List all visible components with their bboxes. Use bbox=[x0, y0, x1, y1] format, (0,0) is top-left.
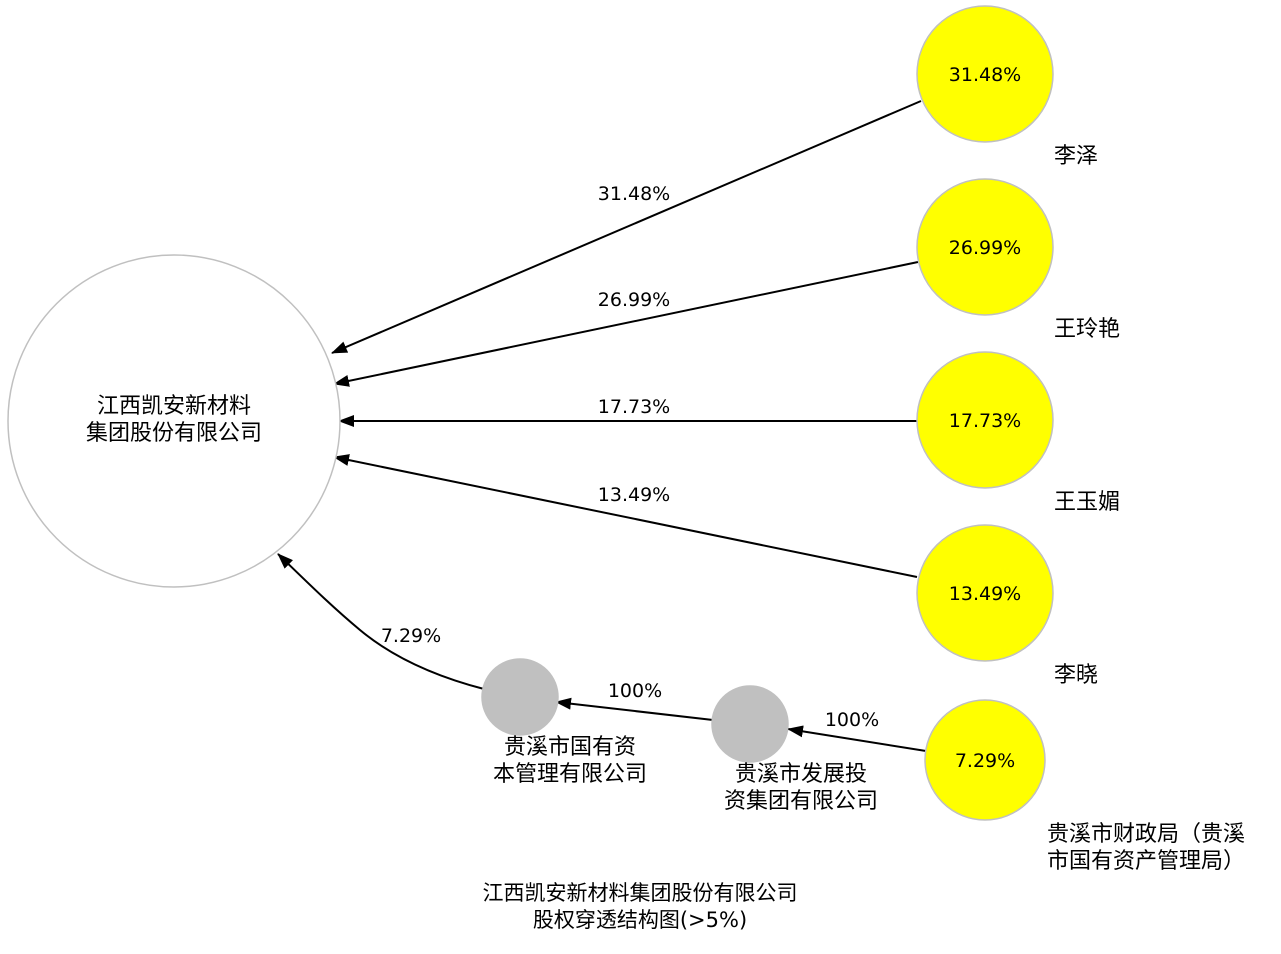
caption-line2: 股权穿透结构图(>5%) bbox=[533, 908, 747, 932]
edge-label-lixiao: 13.49% bbox=[598, 484, 670, 506]
edges bbox=[277, 100, 927, 752]
shareholder-node-lixiao: 13.49% 李晓 bbox=[916, 524, 1098, 688]
shareholder-name-line1: 贵溪市财政局（贵溪 bbox=[1047, 822, 1245, 847]
shareholder-name: 李晓 bbox=[1054, 663, 1098, 688]
target-company-name-line2: 集团股份有限公司 bbox=[86, 421, 262, 446]
target-company-name-line1: 江西凯安新材料 bbox=[97, 394, 251, 419]
edge-guoziguanli-to-target bbox=[277, 553, 485, 690]
shareholder-pct: 17.73% bbox=[949, 410, 1021, 432]
shareholder-pct: 13.49% bbox=[949, 583, 1021, 605]
intermediate-name-line2: 本管理有限公司 bbox=[493, 762, 647, 787]
shareholder-circle bbox=[916, 524, 1054, 662]
shareholder-circle bbox=[916, 178, 1054, 316]
edge-wanglingyan-to-target bbox=[333, 261, 919, 387]
shareholder-name-line2: 市国有资产管理局） bbox=[1047, 849, 1245, 874]
shareholder-name: 王玲艳 bbox=[1054, 317, 1120, 342]
diagram-caption: 江西凯安新材料集团股份有限公司 股权穿透结构图(>5%) bbox=[483, 881, 798, 932]
intermediate-name-line1: 贵溪市国有资 bbox=[504, 735, 636, 760]
target-company-circle bbox=[7, 254, 341, 588]
intermediate-node-guoziguanli: 贵溪市国有资 本管理有限公司 bbox=[481, 658, 647, 787]
edge-lixiao-to-target bbox=[333, 454, 918, 578]
edge-label-lize: 31.48% bbox=[598, 183, 670, 205]
edge-label-wanglingyan: 26.99% bbox=[598, 289, 670, 311]
intermediate-circle bbox=[481, 658, 559, 736]
shareholder-node-caizhengju: 7.29% 贵溪市财政局（贵溪 市国有资产管理局） bbox=[924, 699, 1245, 874]
edge-lize-to-target bbox=[331, 100, 922, 354]
intermediate-node-fazhan: 贵溪市发展投 资集团有限公司 bbox=[711, 685, 878, 814]
shareholder-circle bbox=[924, 699, 1046, 821]
edge-label-wangyumei: 17.73% bbox=[598, 396, 670, 418]
intermediate-circle bbox=[711, 685, 789, 763]
edge-labels: 31.48% 26.99% 17.73% 13.49% 7.29% 100% 1… bbox=[381, 183, 879, 731]
shareholder-pct: 31.48% bbox=[949, 64, 1021, 86]
shareholder-pct: 26.99% bbox=[949, 237, 1021, 259]
edge-label-fazhan: 100% bbox=[608, 680, 662, 702]
intermediate-name-line1: 贵溪市发展投 bbox=[735, 762, 867, 787]
edge-label-caizheng: 100% bbox=[825, 709, 879, 731]
shareholder-circle bbox=[916, 351, 1054, 489]
shareholder-pct: 7.29% bbox=[955, 750, 1015, 772]
shareholder-name: 李泽 bbox=[1054, 144, 1098, 169]
shareholder-name: 王玉媚 bbox=[1054, 490, 1120, 515]
shareholder-node-lize: 31.48% 李泽 bbox=[916, 5, 1098, 169]
intermediate-name-line2: 资集团有限公司 bbox=[724, 789, 878, 814]
edge-label-guoziguanli: 7.29% bbox=[381, 625, 441, 647]
shareholder-node-wanglingyan: 26.99% 王玲艳 bbox=[916, 178, 1120, 342]
edge-fazhan-to-guoziguanli bbox=[555, 697, 714, 721]
target-company-node: 江西凯安新材料 集团股份有限公司 bbox=[7, 254, 341, 588]
shareholder-circle bbox=[916, 5, 1054, 143]
edge-caizheng-to-fazhan bbox=[787, 725, 927, 752]
caption-line1: 江西凯安新材料集团股份有限公司 bbox=[483, 881, 798, 905]
shareholder-node-wangyumei: 17.73% 王玉媚 bbox=[916, 351, 1120, 515]
